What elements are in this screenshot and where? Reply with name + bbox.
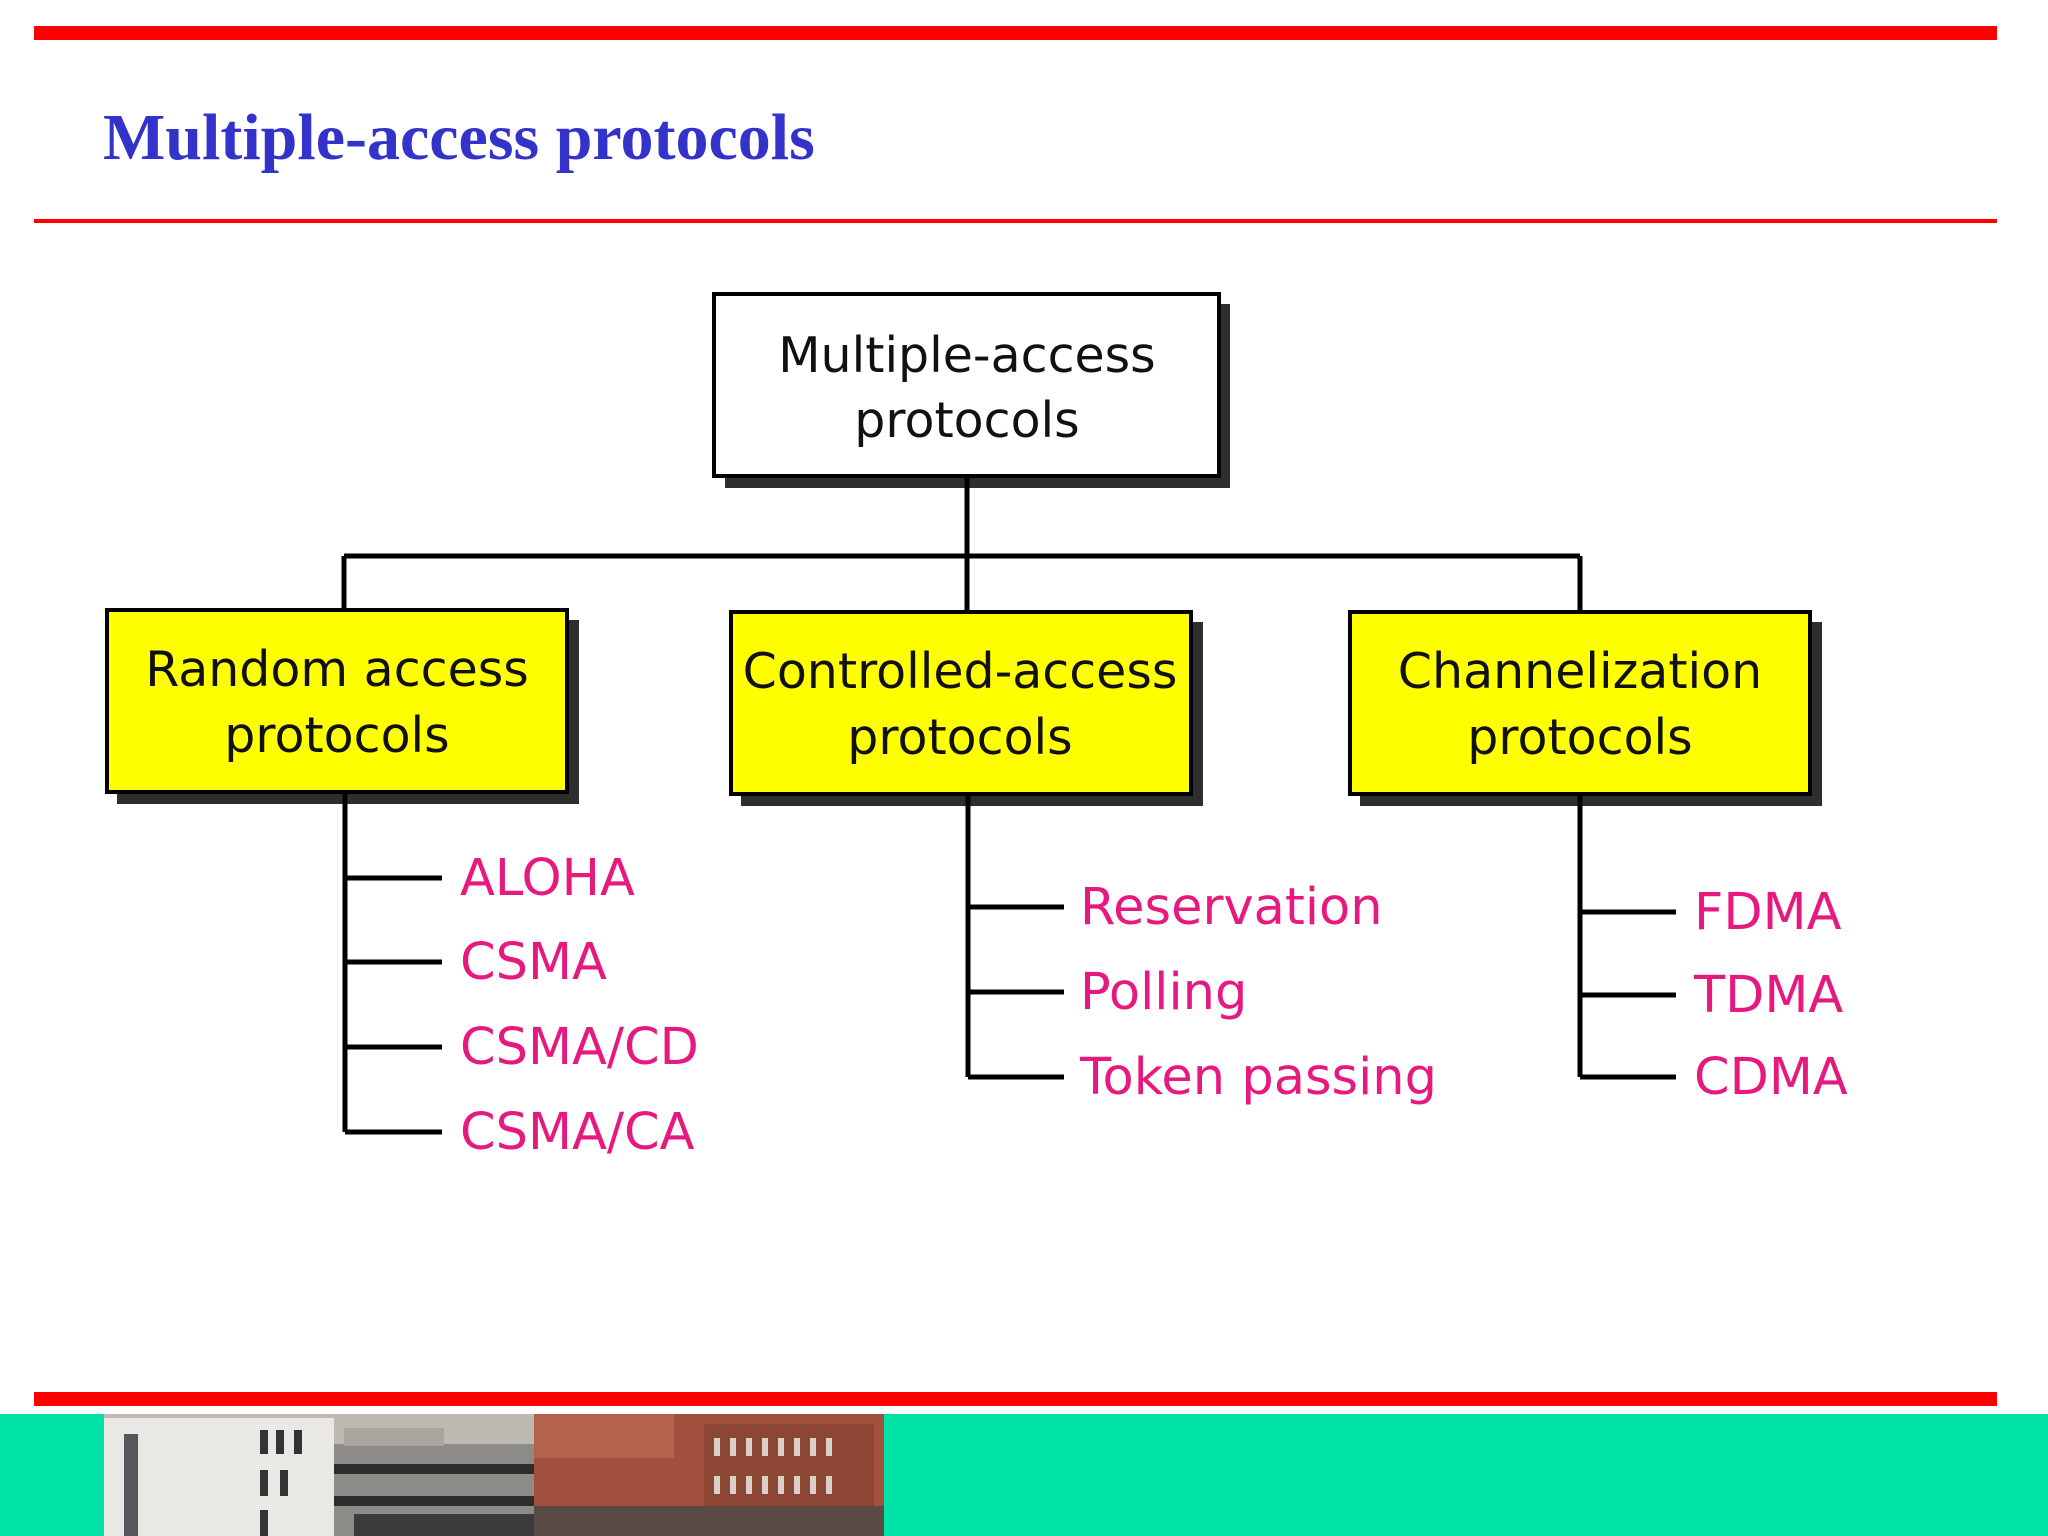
leaf-label-cdma: CDMA xyxy=(1694,1048,1848,1107)
tree-connectors xyxy=(341,477,1676,1135)
leaf-label-reservation: Reservation xyxy=(1080,878,1383,937)
root-node: Multiple-access protocols xyxy=(712,292,1230,488)
category-label-line1: Random access xyxy=(145,641,529,698)
bottom-red-bar xyxy=(34,1392,1997,1406)
protocol-hierarchy-diagram: Multiple-access protocols Random access … xyxy=(105,292,1848,1162)
category-node-random-access: Random access protocols xyxy=(105,608,579,804)
category-label-line1: Channelization xyxy=(1398,643,1762,700)
leaf-label-csma-cd: CSMA/CD xyxy=(460,1018,699,1077)
leaf-label-tdma: TDMA xyxy=(1693,966,1843,1025)
leaves-channelization: FDMA TDMA CDMA xyxy=(1693,883,1848,1107)
leaf-label-csma-ca: CSMA/CA xyxy=(460,1103,695,1162)
leaf-label-aloha: ALOHA xyxy=(460,849,635,908)
category-node-channelization: Channelization protocols xyxy=(1348,610,1822,806)
title-underline-rule xyxy=(34,219,1997,223)
leaves-random-access: ALOHA CSMA CSMA/CD CSMA/CA xyxy=(460,849,699,1162)
category-label-line2: protocols xyxy=(224,707,449,764)
campus-building-photo xyxy=(104,1414,884,1536)
top-red-bar xyxy=(34,26,1997,40)
leaf-label-csma: CSMA xyxy=(460,933,607,992)
category-node-controlled-access: Controlled-access protocols xyxy=(729,610,1203,806)
footer-band xyxy=(0,1414,2048,1536)
root-node-label-line2: protocols xyxy=(854,392,1079,449)
slide-title: Multiple-access protocols xyxy=(103,101,815,174)
category-label-line2: protocols xyxy=(847,709,1072,766)
leaves-controlled-access: Reservation Polling Token passing xyxy=(1079,878,1437,1107)
leaf-label-polling: Polling xyxy=(1080,963,1247,1022)
root-node-label-line1: Multiple-access xyxy=(778,327,1155,384)
category-label-line2: protocols xyxy=(1467,709,1692,766)
leaf-label-token-passing: Token passing xyxy=(1079,1048,1437,1107)
leaf-label-fdma: FDMA xyxy=(1694,883,1842,942)
category-label-line1: Controlled-access xyxy=(743,643,1178,700)
